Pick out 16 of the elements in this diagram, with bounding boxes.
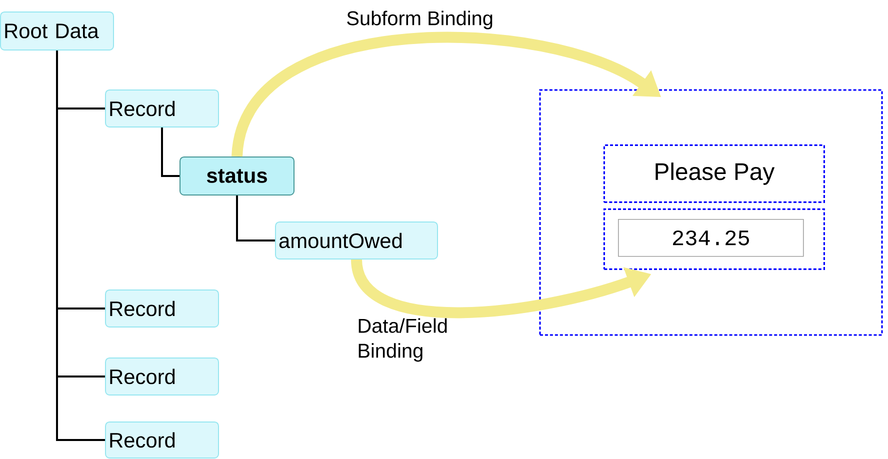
tree-node-box: status	[180, 156, 294, 196]
subform-box: Please Pay	[603, 144, 825, 203]
tree-node-box: Record	[105, 90, 219, 128]
input-field: 234.25	[618, 219, 804, 257]
tree-node-box: Record	[105, 290, 219, 328]
edge-label: Data/Field Binding	[358, 318, 447, 362]
subform-box	[603, 208, 825, 270]
tree-node-box: amountOwed	[275, 222, 438, 260]
subform-box	[539, 89, 883, 336]
tree-connector	[161, 128, 180, 177]
tree-node-box: Root Data	[0, 12, 114, 50]
tree-node-box: Record	[105, 422, 219, 458]
edge-label: Subform Binding	[347, 10, 492, 30]
tree-connector	[56, 50, 105, 441]
tree-node-box: Record	[105, 358, 219, 396]
tree-connector	[236, 196, 275, 242]
